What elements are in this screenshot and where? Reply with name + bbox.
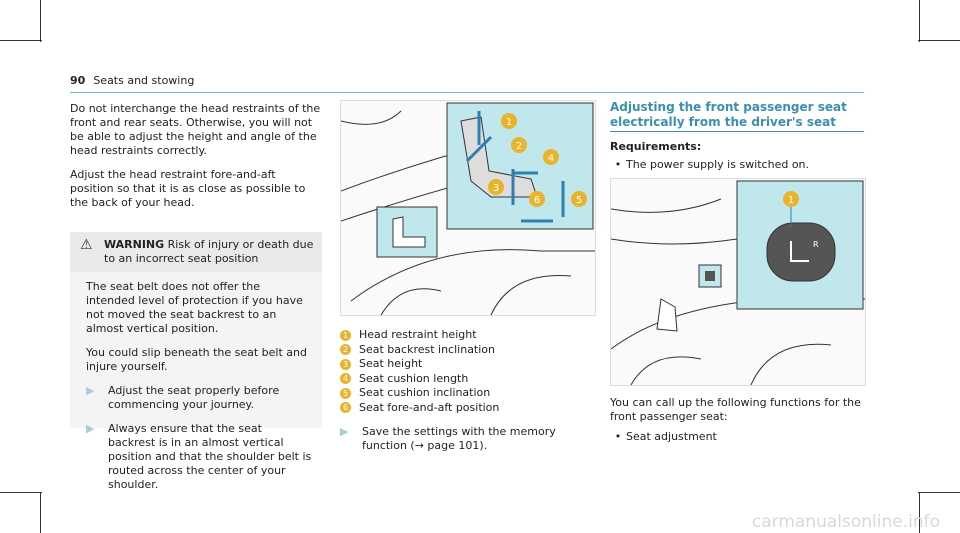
warning-title: Risk of injury or death due to an incorr… [104, 238, 314, 265]
warning-header: ⚠ WARNING Risk of injury or death due to… [70, 232, 322, 272]
paragraph: Do not interchange the head restraints o… [70, 102, 321, 157]
section-title: Adjusting the front passenger seat elect… [610, 100, 847, 129]
warning-icon: ⚠ [80, 237, 93, 253]
button-glyph: R [813, 240, 819, 249]
svg-text:6: 6 [534, 195, 540, 206]
bullet-icon: • [614, 430, 622, 443]
svg-text:4: 4 [548, 153, 554, 164]
section-title: Seats and stowing [93, 74, 195, 87]
requirements-label: Requirements: [610, 140, 702, 153]
svg-text:1: 1 [506, 117, 512, 128]
seat-illustration: 1 2 3 4 5 6 [341, 102, 595, 315]
list-item: ▶Always ensure that the seat backrest is… [86, 422, 312, 491]
step-arrow-icon: ▶ [340, 425, 349, 438]
page-number: 90 [70, 74, 86, 87]
warning-box: ⚠ WARNING Risk of injury or death due to… [70, 232, 322, 491]
svg-text:3: 3 [493, 183, 499, 194]
passenger-seat-figure: R 1 [610, 178, 866, 386]
svg-text:1: 1 [788, 195, 794, 206]
functions-text: You can call up the following functions … [610, 396, 864, 454]
crop-mark [918, 40, 960, 41]
door-panel-illustration: R 1 [611, 180, 865, 385]
crop-mark [0, 40, 42, 41]
seat-adjustment-figure: 1 2 3 4 5 6 [340, 100, 596, 316]
header-rule [70, 92, 864, 93]
heading-rule [610, 131, 864, 132]
save-step: ▶ Save the settings with the memory func… [340, 425, 594, 453]
bullet-icon: • [614, 158, 622, 171]
paragraph: You can call up the following functions … [610, 396, 861, 423]
crop-mark [40, 0, 41, 42]
warning-label: WARNING [104, 238, 165, 251]
page-header: 90 Seats and stowing [70, 74, 194, 88]
crop-mark [919, 0, 920, 42]
warning-body: The seat belt does not offer the intende… [70, 272, 322, 492]
crop-mark [919, 492, 920, 533]
step-arrow-icon: ▶ [86, 422, 95, 435]
crop-mark [0, 492, 42, 493]
intro-text: Do not interchange the head restraints o… [70, 102, 322, 220]
svg-text:5: 5 [576, 195, 582, 206]
paragraph: The seat belt does not offer the intende… [86, 280, 303, 335]
crop-mark [918, 492, 960, 493]
requirements: Requirements: • The power supply is swit… [610, 140, 864, 182]
list-item: ▶Adjust the seat properly before commenc… [86, 384, 280, 411]
paragraph: Adjust the head restraint fore-and-aft p… [70, 168, 306, 209]
list-item: • The power supply is switched on. [610, 158, 864, 172]
list-item: • Seat adjustment [610, 430, 864, 444]
save-step-text: Save the settings with the memory functi… [362, 425, 556, 452]
watermark: carmanualsonline.info [751, 512, 940, 532]
paragraph: You could slip beneath the seat belt and… [86, 346, 307, 373]
step-arrow-icon: ▶ [86, 384, 95, 397]
section-heading: Adjusting the front passenger seat elect… [610, 100, 864, 130]
crop-mark [40, 492, 41, 533]
svg-text:2: 2 [516, 141, 522, 152]
